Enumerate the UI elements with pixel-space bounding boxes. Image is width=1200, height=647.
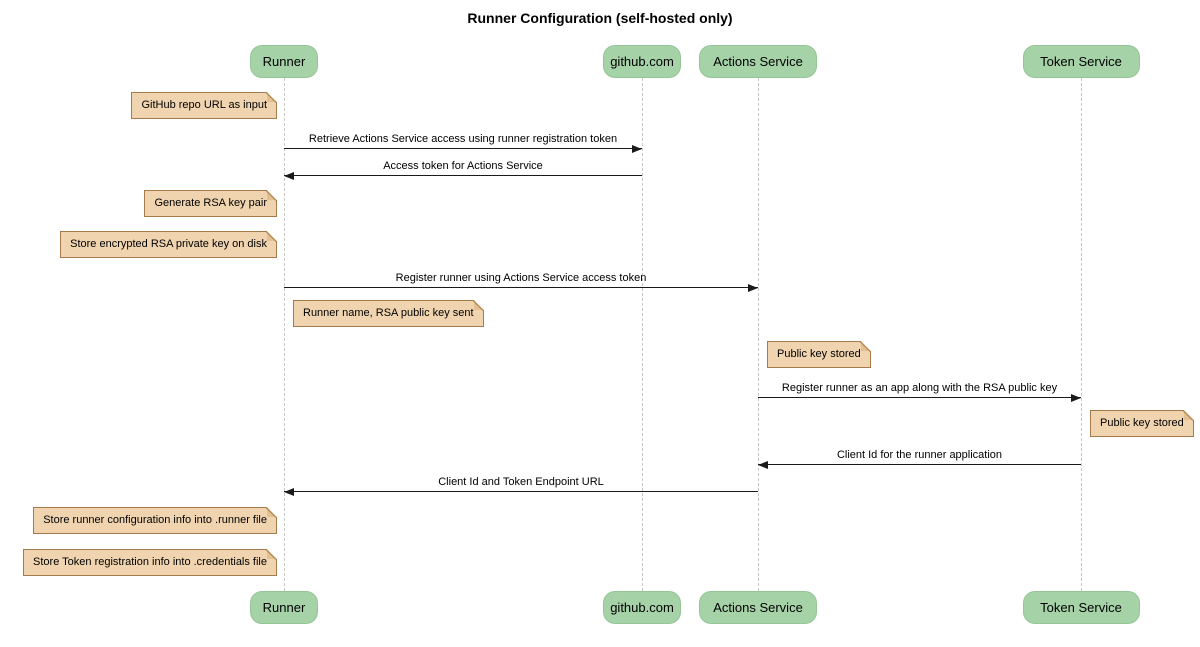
note-1: Generate RSA key pair: [144, 190, 277, 217]
actor-top-actions: Actions Service: [699, 45, 817, 78]
actor-top-github: github.com: [603, 45, 681, 78]
lifeline-actions: [757, 78, 759, 591]
actor-bottom-github: github.com: [603, 591, 681, 624]
lifeline-token: [1080, 78, 1082, 591]
lifeline-runner: [283, 78, 285, 591]
message-2-arrowhead: [748, 283, 758, 292]
message-3-line: [758, 397, 1081, 398]
message-1-arrowhead: [284, 171, 294, 180]
note-7: Store Token registration info into .cred…: [23, 549, 277, 576]
message-0-label: Retrieve Actions Service access using ru…: [308, 133, 618, 145]
actor-top-runner: Runner: [250, 45, 318, 78]
message-1-line: [284, 175, 642, 176]
message-4-line: [758, 464, 1081, 465]
note-0: GitHub repo URL as input: [131, 92, 277, 119]
message-3-label: Register runner as an app along with the…: [781, 382, 1058, 394]
actor-bottom-runner: Runner: [250, 591, 318, 624]
message-1-label: Access token for Actions Service: [383, 160, 543, 172]
lifeline-github: [641, 78, 643, 591]
diagram-title: Runner Configuration (self-hosted only): [467, 10, 733, 26]
actor-top-token: Token Service: [1022, 45, 1140, 78]
message-2-label: Register runner using Actions Service ac…: [395, 272, 647, 284]
actor-bottom-token: Token Service: [1022, 591, 1140, 624]
message-4-label: Client Id for the runner application: [836, 449, 1003, 461]
message-2-line: [284, 287, 758, 288]
note-2: Store encrypted RSA private key on disk: [60, 231, 277, 258]
actor-bottom-actions: Actions Service: [699, 591, 817, 624]
message-5-line: [284, 491, 758, 492]
message-4-arrowhead: [758, 460, 768, 469]
message-5-arrowhead: [284, 487, 294, 496]
note-6: Store runner configuration info into .ru…: [33, 507, 277, 534]
message-3-arrowhead: [1071, 393, 1081, 402]
note-3: Runner name, RSA public key sent: [293, 300, 484, 327]
note-5: Public key stored: [1090, 410, 1194, 437]
message-5-label: Client Id and Token Endpoint URL: [438, 476, 604, 488]
note-4: Public key stored: [767, 341, 871, 368]
message-0-arrowhead: [632, 144, 642, 153]
message-0-line: [284, 148, 642, 149]
